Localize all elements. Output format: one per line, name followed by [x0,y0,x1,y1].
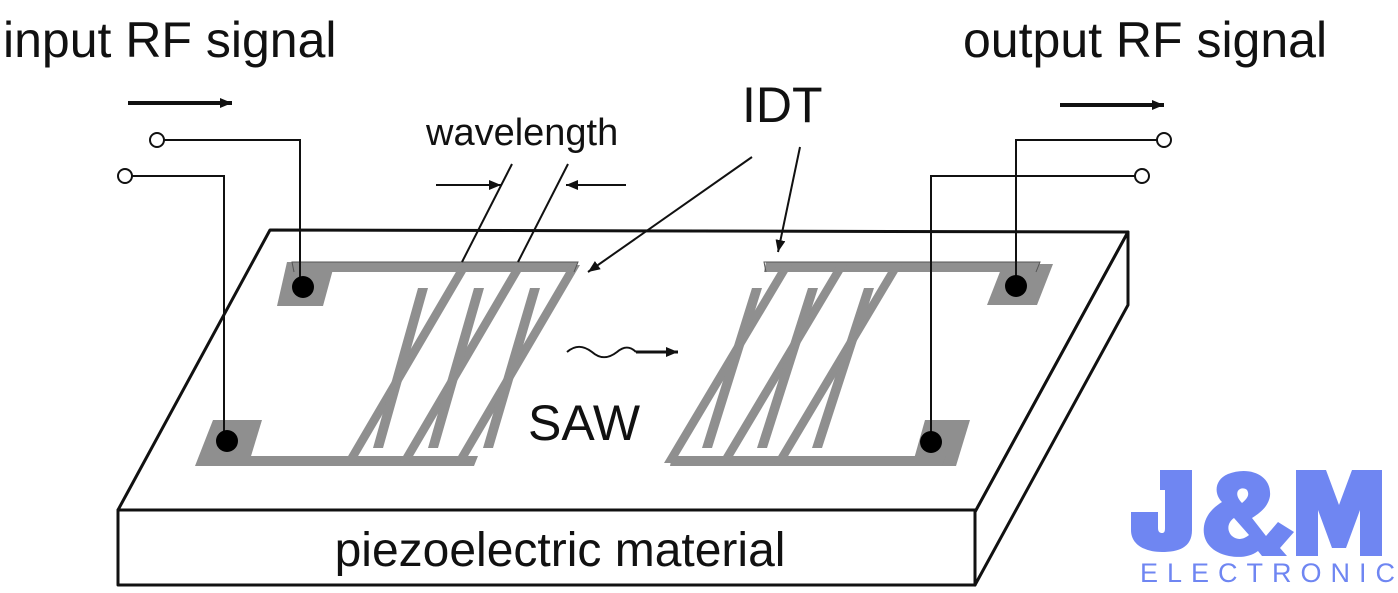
output-bus-bar-top [764,262,1040,272]
logo-mark [1131,470,1382,557]
input-fingers [344,265,580,463]
substrate-label: piezoelectric material [335,524,786,577]
finger [483,288,540,448]
finger [373,288,428,448]
output-terminal-top [1156,132,1172,148]
input-bus-bar-top [292,262,578,272]
output-bus-bar-bottom [670,456,946,466]
wavelength-leader-right [517,163,569,263]
substrate-side-face [973,230,1130,587]
idt-pointer-left [587,156,753,273]
finger [702,288,762,448]
output-fingers [664,265,902,463]
wavelength-indicator [436,163,626,263]
input-terminal-top [149,132,165,148]
electrode-outlines [291,261,1041,273]
idt-pointers [587,146,801,273]
output-wire-top [1015,139,1157,285]
finger [774,265,902,463]
contact-dot [1005,275,1027,297]
wavelength-label: wavelength [425,112,618,154]
wavelength-leader-left [461,163,513,263]
substrate-top-face [116,228,1130,514]
finger [757,288,818,448]
finger [428,288,484,448]
input-wires [131,139,301,440]
finger [344,265,470,463]
idt-label: IDT [742,77,823,133]
finger [719,265,847,463]
idt-pointer-right [775,146,801,253]
output-terminal-bottom [1134,168,1150,184]
contact-dot [920,431,942,453]
input-idt [195,262,580,466]
finger [812,288,874,448]
output-wire-bottom [930,175,1135,442]
contact-dots [216,275,1027,453]
output-label: output RF signal [963,12,1327,68]
output-wires [930,139,1157,442]
output-terminals [1134,132,1172,184]
finger [664,265,792,463]
saw-label: SAW [528,395,641,451]
saw-wave [566,345,678,359]
input-terminal-bottom [117,168,133,184]
contact-dot [216,430,238,452]
input-wire-top [164,139,301,287]
logo-subtitle: ELECTRONICS [1140,558,1398,588]
logo-letter-j [1131,470,1192,552]
input-label: input RF signal [3,12,337,68]
wave-squiggle [566,345,637,359]
jm-logo: ELECTRONICS [1131,470,1398,588]
logo-letter-m [1296,470,1382,556]
contact-dot [292,276,314,298]
input-wire-bottom [131,175,225,440]
logo-ampersand [1203,470,1294,557]
input-terminals [117,132,165,184]
